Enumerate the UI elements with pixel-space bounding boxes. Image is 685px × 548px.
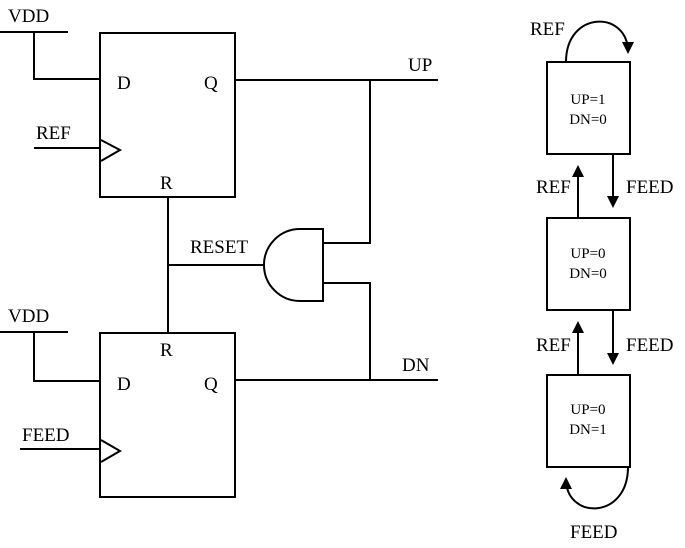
lower-up-arrow-label: REF (536, 335, 571, 356)
gate-up-input-wire (323, 80, 371, 244)
bottom-self-loop-label: FEED (570, 522, 618, 543)
bottom-self-loop-arrow (560, 466, 629, 510)
vdd-bottom-to-d (33, 332, 100, 382)
state-down-dn-value: DN=1 (569, 422, 607, 438)
top-ff-d-pin: D (117, 73, 131, 94)
top-ff-r-pin: R (160, 173, 173, 194)
and-gate (263, 228, 324, 302)
feed-input-label: FEED (22, 425, 70, 446)
lower-down-arrow-label: FEED (626, 335, 674, 356)
reset-label: RESET (190, 237, 248, 258)
upper-down-arrow-label: FEED (626, 177, 674, 198)
vdd-top-to-d (33, 32, 100, 80)
state-down-up-value: UP=0 (570, 402, 605, 418)
bottom-flip-flop (99, 332, 236, 498)
state-up-dn-value: DN=0 (569, 112, 607, 128)
dn-output-label: DN (402, 355, 430, 376)
state-up (546, 61, 631, 155)
up-output-label: UP (408, 55, 432, 76)
bottom-ff-d-pin: D (117, 374, 131, 395)
state-idle-up-value: UP=0 (570, 246, 605, 262)
gate-dn-input-wire (323, 282, 371, 380)
state-up-up-value: UP=1 (570, 92, 605, 108)
upper-up-arrow-label: REF (536, 177, 571, 198)
bottom-clock-triangle (100, 439, 122, 463)
top-flip-flop (99, 32, 236, 198)
vdd-bottom-label: VDD (8, 306, 49, 327)
top-ff-q-pin: Q (204, 73, 218, 94)
top-self-loop-label: REF (530, 19, 565, 40)
top-self-loop-arrow (565, 20, 634, 63)
vdd-top-label: VDD (8, 6, 49, 27)
bottom-ff-q-pin: Q (204, 374, 218, 395)
ref-input-label: REF (36, 123, 71, 144)
state-idle (546, 217, 631, 311)
state-idle-dn-value: DN=0 (569, 266, 607, 282)
state-down (546, 374, 631, 468)
bottom-ff-r-pin: R (160, 340, 173, 361)
top-clock-triangle (100, 139, 123, 162)
